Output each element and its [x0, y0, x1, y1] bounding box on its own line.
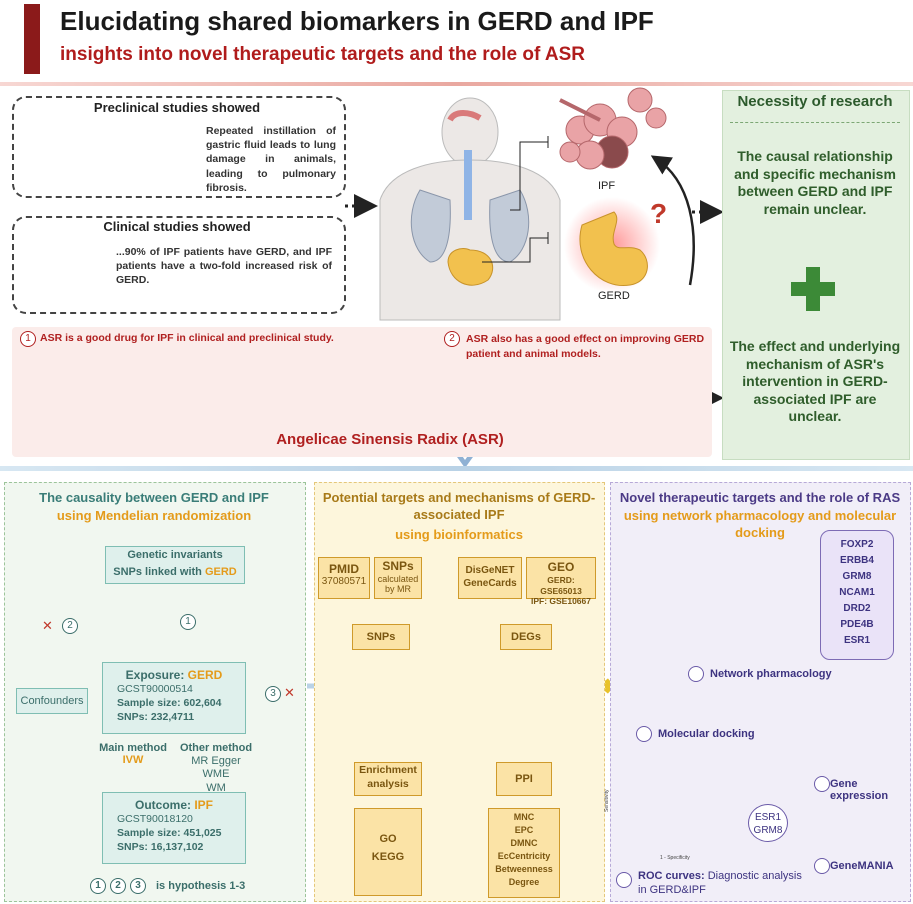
- gerd-label: GERD: [598, 290, 630, 302]
- genetic-instruments-box: Genetic invariants SNPs linked with GERD: [105, 546, 245, 584]
- outcome-list: GCST90018120 Sample size: 451,025 SNPs: …: [117, 812, 245, 855]
- gene-expression-label: Gene expression: [830, 778, 889, 802]
- genetic-line-1: Genetic invariants: [127, 549, 223, 561]
- clinical-box: [12, 216, 346, 314]
- kegg-label: KEGG: [371, 851, 405, 863]
- outcome-box: Outcome: IPF GCST90018120 Sample size: 4…: [102, 792, 246, 864]
- exposure-heading: Exposure: GERD: [125, 668, 223, 682]
- go-kegg-box: GO KEGG: [354, 808, 422, 896]
- outcome-heading: Outcome: IPF: [134, 798, 213, 812]
- exposure-item: SNPs: 232,4711: [117, 711, 195, 724]
- inflamed-stomach-icon: [564, 197, 660, 293]
- gerd-connector: [482, 232, 549, 263]
- snps-box: SNPs: [352, 624, 410, 650]
- gene-expression-node: [814, 776, 830, 792]
- go-label: GO: [379, 833, 397, 845]
- question-mark: ?: [650, 198, 668, 229]
- network-node: [688, 666, 704, 682]
- asr-item1-text: ASR is a good drug for IPF in clinical a…: [40, 332, 334, 344]
- human-body-icon: [379, 97, 561, 321]
- exposure-box: Exposure: GERD GCST90000514 Sample size:…: [102, 662, 246, 734]
- outcome-item: SNPs: 16,137,102: [117, 841, 204, 854]
- ipf-connector: [510, 136, 549, 211]
- network-panel-subtitle: using network pharmacology and molecular…: [623, 508, 897, 540]
- preclinical-title: Preclinical studies showed: [93, 100, 261, 115]
- section-divider: [0, 466, 913, 471]
- asr-item1-number: 1: [20, 331, 36, 347]
- gene-item: GRM8: [842, 571, 872, 582]
- enrichment-box: Enrichment analysis: [354, 762, 422, 796]
- x-mark-3: ✕: [284, 685, 295, 700]
- molecular-docking-label: Molecular docking: [658, 728, 755, 740]
- gene-item: DRD2: [843, 603, 871, 614]
- mr-panel-subtitle: using Mendelian randomization: [56, 508, 252, 523]
- necessity-point-2: The effect and underlying mechanism of A…: [729, 338, 901, 424]
- outcome-item: Sample size: 451,025: [117, 827, 222, 840]
- genemania-node: [814, 858, 830, 874]
- plus-icon-bar: [791, 282, 835, 296]
- page-subtitle: insights into novel therapeutic targets …: [60, 44, 586, 65]
- preclinical-text: Repeated instillation of gastric fluid l…: [206, 125, 336, 194]
- network-panel-title: Novel therapeutic targets and the role o…: [619, 490, 901, 505]
- exposure-item: Sample size: 602,604: [117, 697, 222, 710]
- asr-band: [12, 327, 712, 457]
- ppi-box: PPI: [496, 762, 552, 796]
- title-accent-bar: [24, 4, 40, 74]
- genetic-line-2: SNPs linked with GERD: [113, 565, 237, 578]
- mr-panel-title: The causality between GERD and IPF: [39, 490, 269, 505]
- hypothesis-3-marker: 3: [265, 686, 281, 702]
- gene-item: ESR1: [843, 635, 871, 646]
- gene-item: PDE4B: [840, 619, 874, 630]
- page-title: Elucidating shared biomarkers in GERD an…: [60, 6, 654, 36]
- necessity-point-1: The causal relationship and specific mec…: [734, 148, 896, 217]
- bio-panel-title: Potential targets and mechanisms of GERD…: [322, 490, 596, 522]
- gene-list-box: FOXP2 ERBB4 GRM8 NCAM1 DRD2 PDE4B ESR1: [820, 530, 894, 660]
- roc-caption: ROC curves: Diagnostic analysis in GERD&…: [638, 870, 802, 896]
- asr-name: Angelicae Sinensis Radix (ASR): [276, 431, 504, 448]
- title-divider: [0, 82, 913, 86]
- gene-item: FOXP2: [840, 539, 874, 550]
- necessity-divider: [730, 122, 900, 123]
- network-pharmacology-label: Network pharmacology: [710, 668, 832, 680]
- docking-node: [636, 726, 652, 742]
- exposure-list: GCST90000514 Sample size: 602,604 SNPs: …: [117, 682, 245, 725]
- curved-arrow: [650, 155, 695, 286]
- preclinical-box: [12, 96, 346, 198]
- hypothesis-1-marker: 1: [180, 614, 196, 630]
- gene-item: NCAM1: [839, 587, 875, 598]
- outcome-item: GCST90018120: [117, 813, 193, 825]
- alveoli-icon: [559, 87, 667, 170]
- gene-item: ERBB4: [840, 555, 874, 566]
- asr-item2-number: 2: [444, 331, 460, 347]
- roc-ylabel: Sensitivity: [604, 789, 610, 812]
- clinical-title: Clinical studies showed: [103, 219, 251, 234]
- clinical-text: ...90% of IPF patients have GERD, and IP…: [116, 246, 332, 287]
- exposure-item: GCST90000514: [117, 683, 193, 695]
- roc-node: [616, 872, 632, 888]
- ipf-label: IPF: [598, 180, 616, 192]
- hypothesis-2-marker: 2: [62, 618, 78, 634]
- x-mark-2: ✕: [42, 618, 53, 633]
- asr-item2-text: ASR also has a good effect on improving …: [466, 333, 705, 360]
- genemania-label: GeneMANIA: [830, 860, 894, 872]
- degs-box: DEGs: [500, 624, 552, 650]
- roc-xlabel: 1 - Specificity: [660, 855, 690, 861]
- necessity-title: Necessity of research: [737, 93, 893, 110]
- hypothesis-legend: 1 2 3 is hypothesis 1-3: [90, 878, 245, 894]
- confounders-box: Confounders: [16, 688, 88, 714]
- bio-panel-subtitle: using bioinformatics: [395, 527, 523, 542]
